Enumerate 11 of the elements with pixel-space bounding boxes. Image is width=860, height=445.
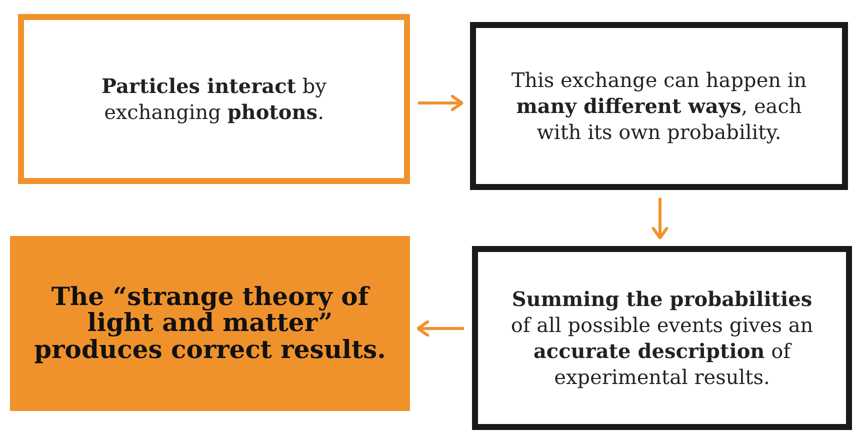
text-box [18,14,410,184]
description-text: Particles interact by exchanging photons. [100,73,328,125]
text-box [470,22,848,190]
arrow [418,94,464,112]
text-box [472,246,852,430]
arrow [652,198,668,240]
conclusion-text: The “strange theory of light and matter” produces correct results. [34,284,386,363]
highlight-box [10,236,410,411]
arrow [416,320,464,337]
description-text: This exchange can happen in many different ways, each with its own probability. [510,67,808,145]
description-text: Summing the probabilities of all possible events gives an accurate description of experimental results. [510,286,814,390]
